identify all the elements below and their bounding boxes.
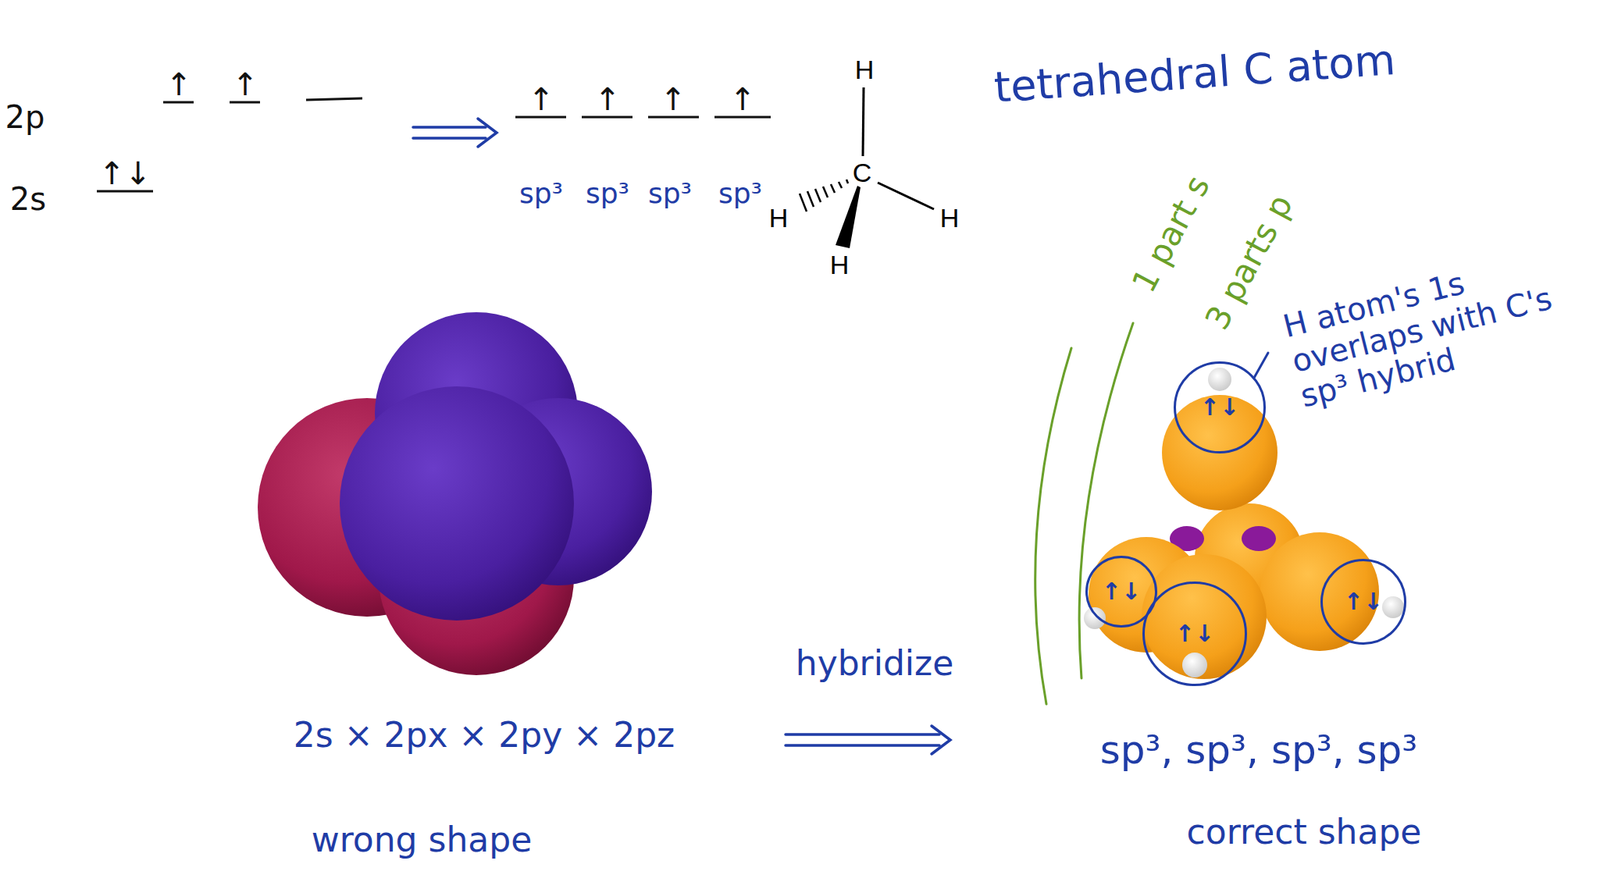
- hashed-wedge: [799, 179, 849, 212]
- electron-arrow: ↑: [165, 66, 193, 103]
- sp3-methane-model-part: [1141, 554, 1267, 680]
- arrow-label: hybridize: [795, 644, 955, 685]
- hashed-wedge-part: [799, 193, 807, 212]
- orbital-name: sp³: [519, 177, 564, 210]
- atom-symbol: H: [769, 203, 789, 234]
- electron-arrow: ↑: [231, 66, 259, 103]
- caption-note: correct shape: [1186, 812, 1422, 853]
- sp3-methane-model-part: [1382, 596, 1405, 619]
- double-arrow: [413, 118, 497, 147]
- level-name: 2s: [10, 181, 47, 218]
- methane-bonds: [799, 87, 934, 249]
- orbital-levels-part: [306, 98, 363, 100]
- orbital-name: sp³: [585, 177, 630, 210]
- electron-pair-circle: ↑↓: [1085, 555, 1158, 628]
- formula: 2s × 2px × 2py × 2pz: [293, 716, 675, 756]
- hashed-wedge-part: [815, 188, 821, 203]
- leader-line: [1254, 352, 1269, 378]
- hashed-wedge-part: [807, 191, 814, 207]
- electron-arrow: ↑: [729, 81, 756, 118]
- note: tetrahedral C atom: [992, 35, 1397, 113]
- sp3-methane-model: [1083, 367, 1405, 680]
- sp3-methane-model-part: [1208, 367, 1232, 392]
- double-arrow-part: [477, 118, 497, 147]
- electron-pair-circle: ↑↓: [1173, 361, 1266, 454]
- double-arrow-part: [785, 744, 940, 748]
- caption-note: wrong shape: [311, 820, 533, 861]
- methane-bonds-part: [862, 87, 864, 157]
- atom-symbol: C: [852, 157, 873, 189]
- double-arrow-part: [413, 125, 486, 129]
- atom-symbol: H: [830, 249, 850, 281]
- sp3-methane-model-part: [1083, 607, 1106, 630]
- electron-arrow: ↑: [527, 81, 555, 118]
- wrong-shape-orbitals: [257, 312, 653, 676]
- bracket-curve-part: [1079, 323, 1134, 679]
- electron-pair-circle: ↑↓: [1320, 559, 1407, 645]
- solid-wedge: [835, 185, 861, 249]
- note: 1 part s: [1125, 169, 1218, 299]
- formula: sp³, sp³, sp³, sp³: [1100, 728, 1419, 774]
- double-arrow: [785, 726, 951, 755]
- atom-symbol: H: [855, 54, 875, 86]
- electron-pair: ↑↓: [1175, 622, 1215, 646]
- electron-arrow: ↑: [659, 81, 687, 118]
- atom-symbol: H: [940, 203, 960, 234]
- methane-bonds-part: [877, 182, 934, 210]
- sp3-methane-model-part: [1182, 652, 1208, 678]
- electron-pair: ↑↓: [1200, 395, 1240, 420]
- electron-arrow: ↑: [594, 81, 621, 118]
- level-name: 2p: [5, 99, 46, 136]
- note: H atom's 1s overlaps with C's sp³ hybrid: [1279, 242, 1579, 415]
- wrong-shape-orbitals-part: [339, 386, 574, 621]
- electron-pair: ↑↓: [1101, 580, 1141, 604]
- hashed-wedge-part: [830, 184, 835, 193]
- hashed-wedge-part: [823, 186, 828, 198]
- bracket-curve: [1035, 323, 1134, 705]
- double-arrow-part: [785, 733, 940, 737]
- electron-pair: ↑↓: [1343, 590, 1383, 614]
- electron-pair: ↑↓: [98, 155, 151, 192]
- orbital-name: sp³: [648, 177, 692, 210]
- orbital-name: sp³: [718, 177, 763, 210]
- double-arrow-part: [413, 136, 486, 140]
- double-arrow-part: [931, 726, 951, 755]
- bracket-curve-part: [1035, 348, 1072, 705]
- electron-pair-circle: ↑↓: [1142, 581, 1248, 687]
- hashed-wedge-part: [846, 179, 849, 184]
- hashed-wedge-part: [838, 181, 842, 189]
- sp3-methane-model-part: [1241, 526, 1276, 552]
